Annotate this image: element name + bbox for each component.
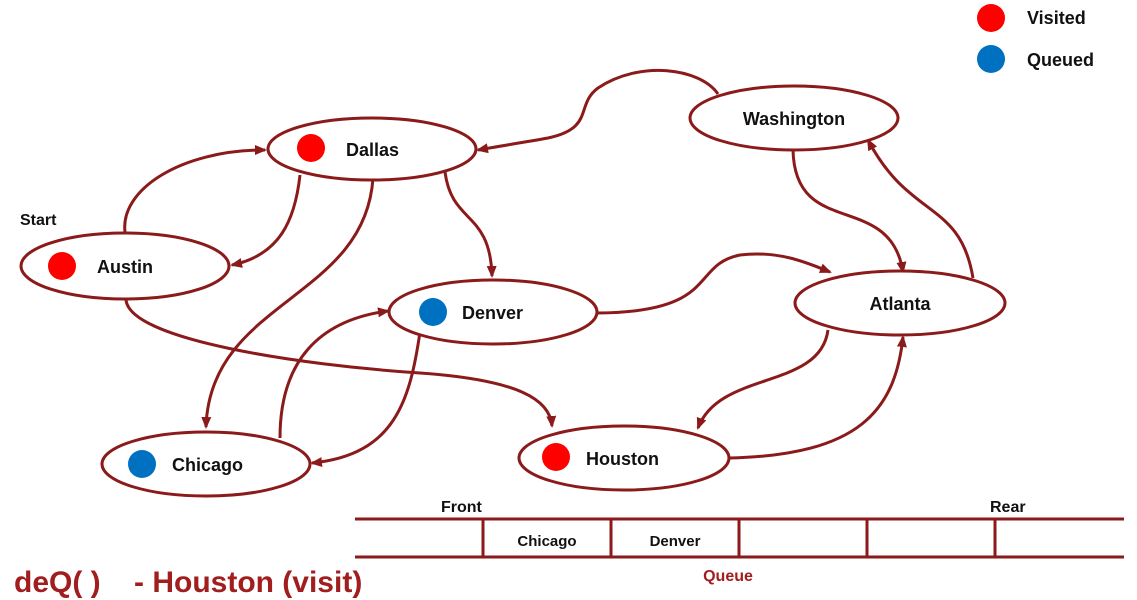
legend: Visited Queued bbox=[977, 4, 1094, 73]
start-label: Start bbox=[20, 212, 57, 229]
edge-atlanta-washington bbox=[866, 138, 975, 279]
queue-front-label: Front bbox=[441, 499, 483, 516]
visited-marker bbox=[542, 443, 570, 471]
edge-denver-atlanta bbox=[597, 252, 832, 315]
visited-legend-marker bbox=[977, 4, 1005, 32]
edge-atlanta-houston bbox=[696, 329, 830, 430]
node-label-chicago: Chicago bbox=[172, 455, 243, 475]
node-austin: Austin bbox=[19, 231, 231, 301]
legend-label-queued: Queued bbox=[1027, 50, 1094, 70]
visited-marker bbox=[297, 134, 325, 162]
node-atlanta: Atlanta bbox=[793, 269, 1007, 337]
edge-washington-dallas bbox=[476, 68, 720, 154]
queued-marker bbox=[419, 298, 447, 326]
node-dallas: Dallas bbox=[266, 116, 478, 182]
queue: Front Rear Chicago Denver Queue bbox=[355, 499, 1124, 585]
node-label-washington: Washington bbox=[743, 109, 845, 129]
node-label-houston: Houston bbox=[586, 449, 659, 469]
node-label-austin: Austin bbox=[97, 257, 153, 277]
queue-cell: Denver bbox=[650, 533, 701, 550]
visited-marker bbox=[48, 252, 76, 280]
legend-item-visited: Visited bbox=[977, 4, 1086, 32]
edge-chicago-denver bbox=[278, 307, 390, 439]
edge-washington-atlanta bbox=[791, 149, 907, 274]
queue-rear-label: Rear bbox=[990, 499, 1026, 516]
edge-dallas-denver bbox=[443, 171, 497, 278]
node-label-denver: Denver bbox=[462, 303, 523, 323]
node-chicago: Chicago bbox=[100, 430, 312, 498]
legend-label-visited: Visited bbox=[1027, 8, 1086, 28]
node-denver: Denver bbox=[387, 278, 599, 346]
queued-marker bbox=[128, 450, 156, 478]
node-label-atlanta: Atlanta bbox=[869, 294, 931, 314]
legend-item-queued: Queued bbox=[977, 45, 1094, 73]
operation-text: deQ( ) - Houston (visit) bbox=[14, 566, 363, 599]
node-label-dallas: Dallas bbox=[346, 140, 399, 160]
nodes: Washington Dallas Austin Denver Atlanta … bbox=[19, 84, 1007, 498]
queue-cell: Chicago bbox=[517, 533, 576, 550]
node-houston: Houston bbox=[517, 424, 731, 492]
node-washington: Washington bbox=[688, 84, 900, 152]
edge-austin-houston bbox=[124, 299, 557, 428]
queued-legend-marker bbox=[977, 45, 1005, 73]
edge-denver-chicago bbox=[310, 331, 422, 468]
edges bbox=[123, 68, 975, 468]
queue-caption: Queue bbox=[703, 568, 753, 585]
edge-houston-atlanta bbox=[729, 335, 907, 460]
edge-dallas-austin bbox=[230, 174, 302, 268]
edge-dallas-chicago bbox=[201, 177, 375, 429]
edge-austin-dallas bbox=[123, 145, 267, 233]
